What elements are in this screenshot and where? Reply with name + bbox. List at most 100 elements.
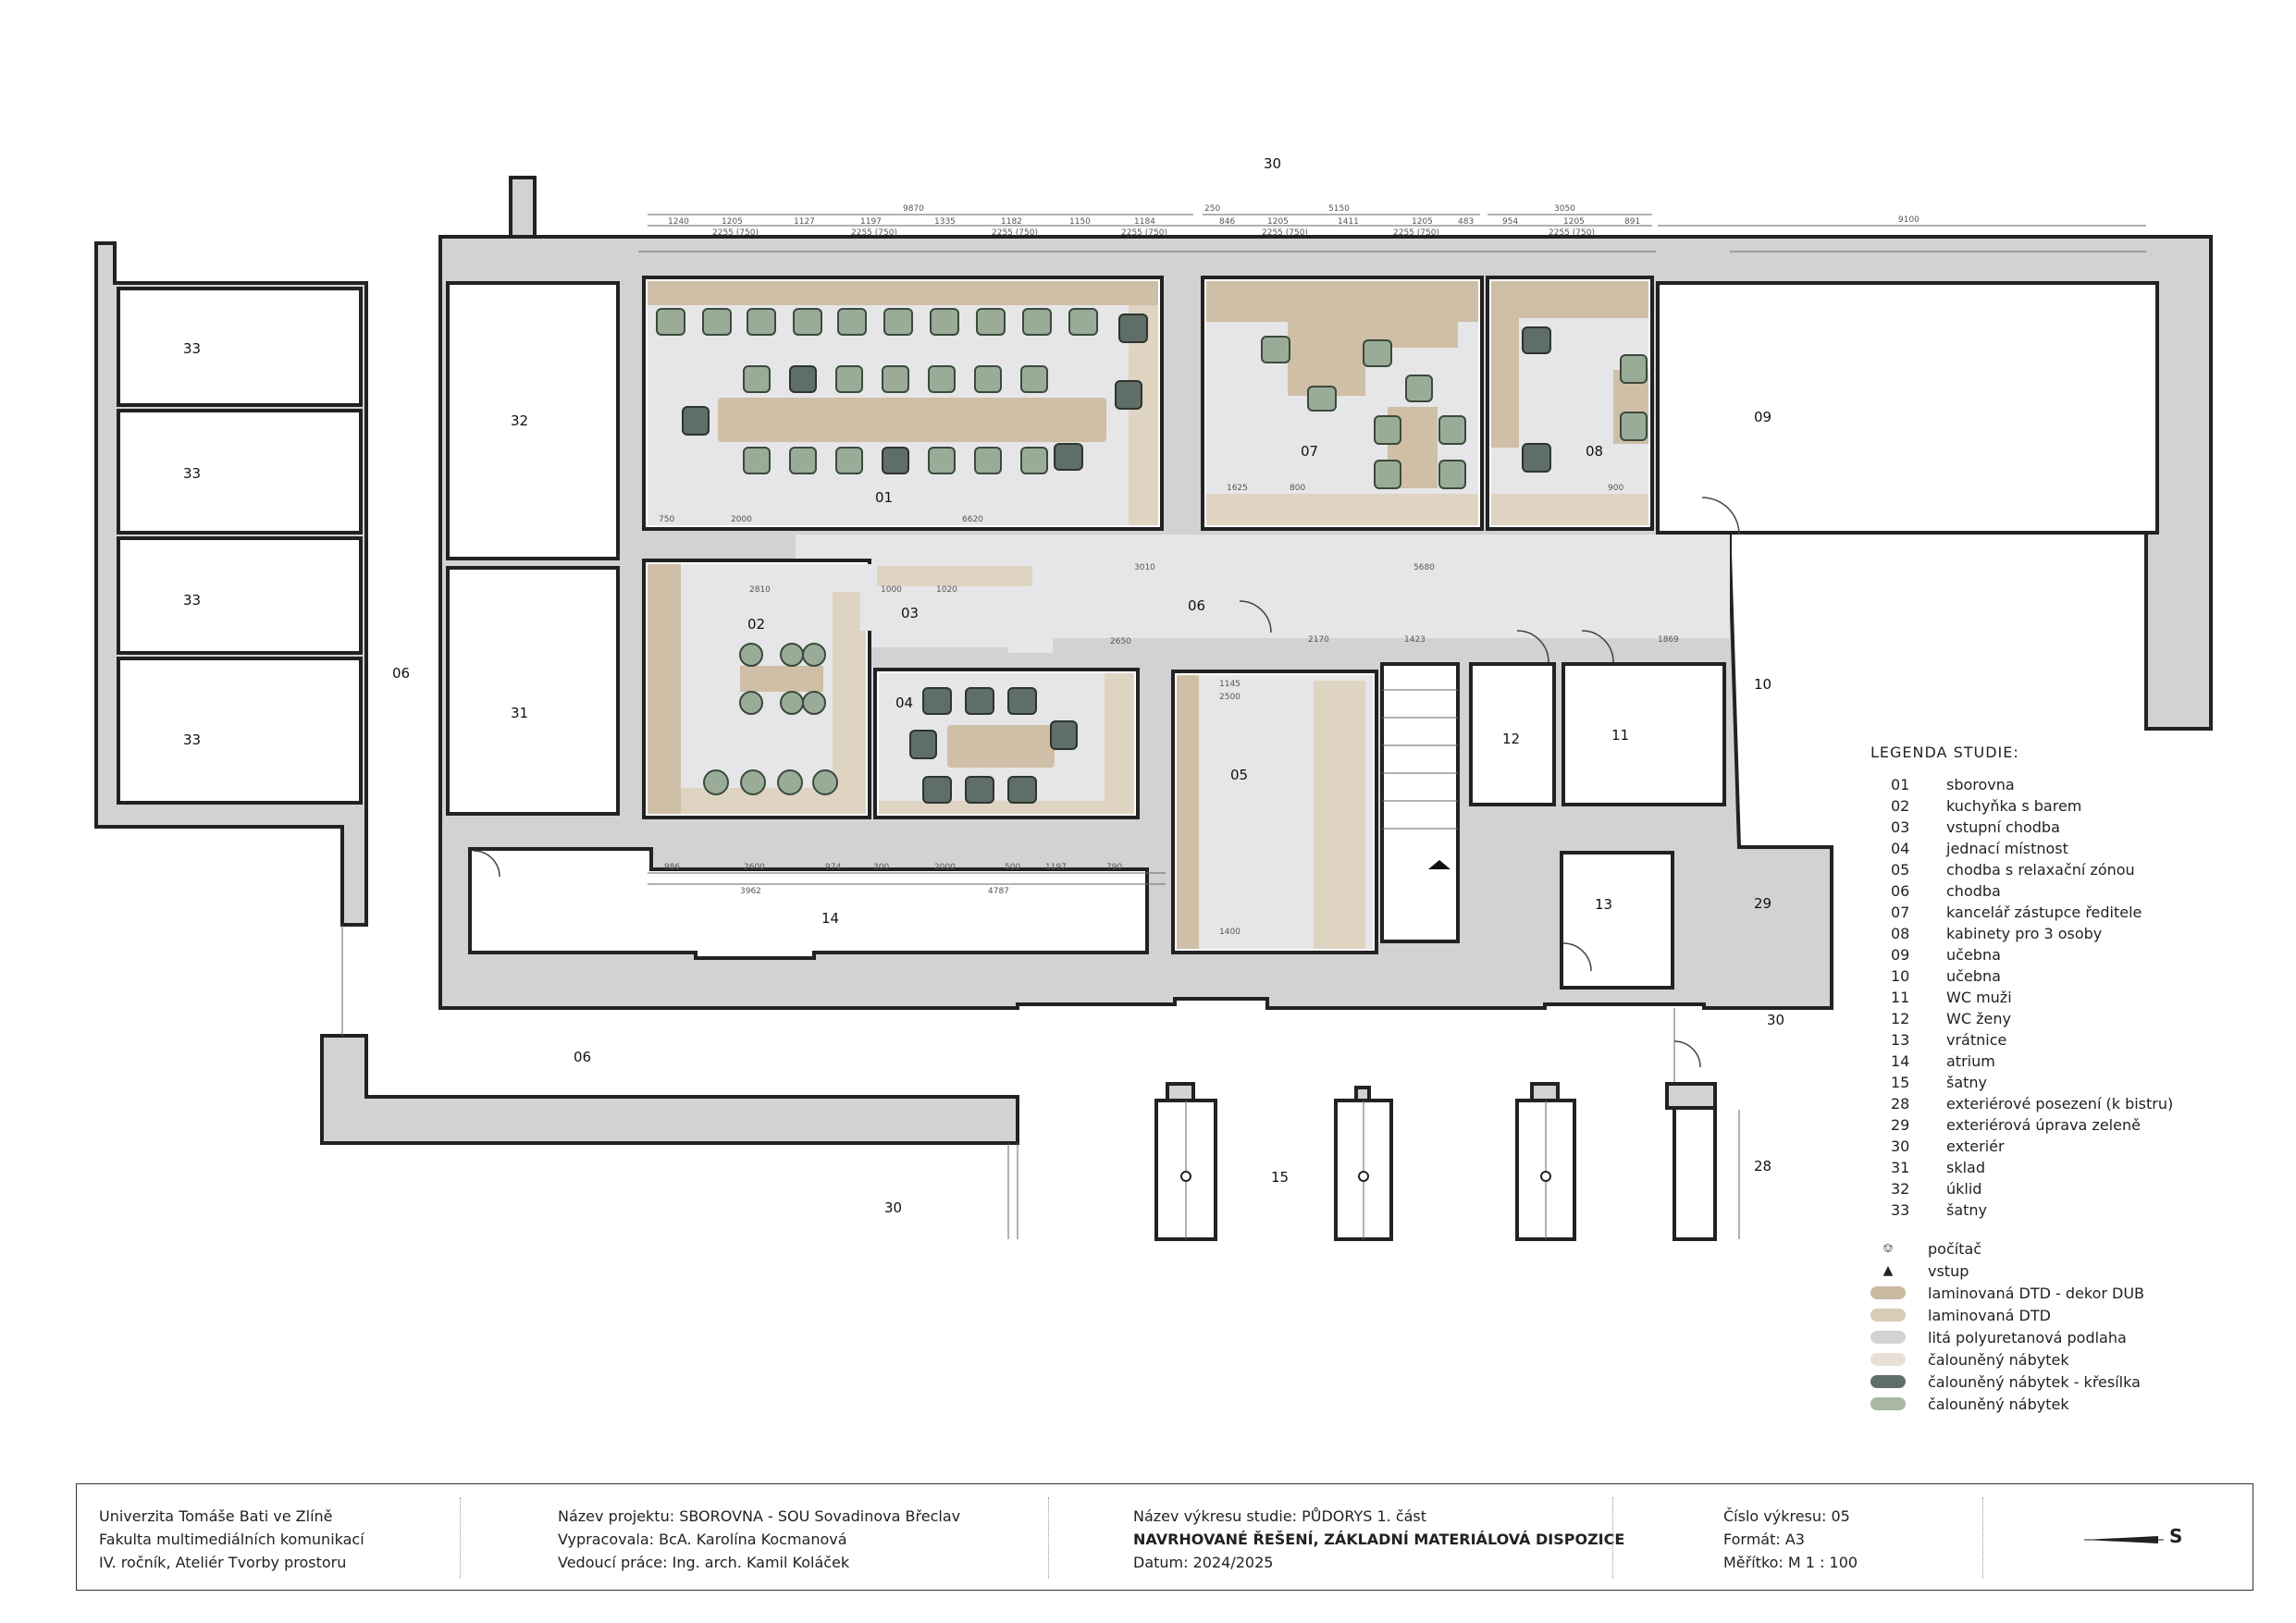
legend-item-number: 02: [1891, 797, 1910, 815]
legend-item-number: 10: [1891, 967, 1910, 985]
dim-b2: 2600: [744, 863, 765, 872]
dim-s7: 2255 (750): [1549, 228, 1595, 238]
tb-separator: [1612, 1497, 1613, 1579]
dim-3010: 3010: [1134, 563, 1155, 572]
dim-u4: 1205: [1412, 217, 1433, 227]
dim-s6: 2255 (750): [1393, 228, 1439, 238]
room-14[interactable]: [468, 847, 1149, 960]
legend-item-number: 32: [1891, 1180, 1910, 1198]
legend-item-number: 29: [1891, 1116, 1910, 1134]
legend-material-text: čalouněný nábytek: [1928, 1395, 2069, 1413]
legend-item-number: 33: [1891, 1201, 1910, 1219]
entrance-triangle-icon: [1428, 860, 1450, 869]
dim-s4: 2255 (750): [1121, 228, 1167, 238]
tb-separator: [1048, 1497, 1049, 1579]
room-33b[interactable]: [117, 409, 363, 535]
room-12[interactable]: [1469, 662, 1556, 806]
material-swatch: [1870, 1375, 1906, 1388]
locker-4: [1673, 1106, 1717, 1241]
room-01-bench-top: [648, 281, 1158, 305]
legend-item-text: sborovna: [1946, 776, 2015, 793]
dim-u3: 1411: [1338, 217, 1359, 227]
room-33c[interactable]: [117, 536, 363, 655]
room-31[interactable]: [446, 566, 620, 816]
dim-2650: 2650: [1110, 637, 1131, 646]
room-32[interactable]: [446, 281, 620, 560]
room-08-desk-left: [1491, 318, 1519, 448]
tb-sheet-line: Měřítko: M 1 : 100: [1723, 1554, 1858, 1571]
dim-t4: 1197: [860, 217, 882, 227]
dim-u5: 483: [1458, 217, 1474, 227]
room-08-desk-top: [1491, 281, 1648, 318]
tb-drawing: Název výkresu studie: PŮDORYS 1. část NA…: [1133, 1505, 1624, 1574]
tb-separator: [460, 1497, 461, 1579]
label-01: 01: [875, 489, 893, 506]
legend-item-text: chodba: [1946, 882, 2001, 900]
dim-t6: 1182: [1001, 217, 1022, 227]
legend-material-text: čalouněný nábytek - křesílka: [1928, 1372, 2141, 1391]
tb-project: Název projektu: SBOROVNA - SOU Sovadinov…: [558, 1505, 960, 1574]
legend-symbol-computer: ⎊ počítač: [1870, 1237, 2240, 1260]
label-30c: 30: [884, 1199, 902, 1216]
room-33a[interactable]: [117, 287, 363, 407]
legend-item-number: 03: [1891, 818, 1910, 836]
legend-symbol-text: vstup: [1928, 1261, 1969, 1280]
label-04: 04: [895, 695, 913, 711]
stair-well: [1380, 662, 1460, 943]
dim-top-4: 9100: [1898, 215, 1920, 225]
room-03-shelving: [877, 566, 1032, 586]
dim-b6: 500: [1005, 863, 1020, 872]
legend-material-text: litá polyuretanová podlaha: [1928, 1328, 2127, 1346]
dim-b10: 4787: [988, 887, 1009, 896]
tb-project-line: Název projektu: SBOROVNA - SOU Sovadinov…: [558, 1507, 961, 1525]
legend-item-text: WC muži: [1946, 989, 2012, 1006]
label-02: 02: [747, 616, 765, 633]
dim-b8: 790: [1106, 863, 1122, 872]
legend-item-text: jednací místnost: [1946, 840, 2068, 857]
tb-project-line: Vypracovala: BcA. Karolína Kocmanová: [558, 1531, 847, 1548]
legend-symbol-text: počítač: [1928, 1239, 1982, 1258]
dim-b4: 300: [873, 863, 889, 872]
legend-material: čalouněný nábytek: [1870, 1393, 2240, 1415]
conference-table-04: [947, 725, 1055, 768]
label-14: 14: [821, 910, 839, 927]
room-11[interactable]: [1562, 662, 1726, 806]
dim-t2: 1205: [722, 217, 743, 227]
dim-t7: 1150: [1069, 217, 1091, 227]
legend-item-text: exteriérové posezení (k bistru): [1946, 1095, 2174, 1113]
legend-item-number: 12: [1891, 1010, 1910, 1027]
room-33d[interactable]: [117, 657, 363, 805]
dim-1869: 1869: [1658, 635, 1679, 645]
room-13[interactable]: [1560, 851, 1674, 990]
tb-sheet: Číslo výkresu: 05 Formát: A3 Měřítko: M …: [1723, 1505, 1858, 1574]
dim-s5: 2255 (750): [1262, 228, 1308, 238]
dim-u1: 846: [1219, 217, 1235, 227]
tb-school-line: Univerzita Tomáše Bati ve Zlíně: [99, 1507, 333, 1525]
dim-1625: 1625: [1227, 484, 1248, 493]
room-09[interactable]: [1656, 281, 2159, 535]
label-05: 05: [1230, 767, 1248, 783]
room-05-seating: [1314, 681, 1365, 949]
dim-s1: 2255 (750): [712, 228, 759, 238]
label-31: 31: [511, 705, 528, 721]
label-03: 03: [901, 605, 919, 621]
legend-item-text: atrium: [1946, 1052, 1995, 1070]
tb-drawing-subtitle: NAVRHOVANÉ ŘEŠENÍ, ZÁKLADNÍ MATERIÁLOVÁ …: [1133, 1531, 1625, 1548]
legend-item-text: kancelář zástupce ředitele: [1946, 904, 2142, 921]
label-13: 13: [1595, 896, 1612, 913]
legend-material: čalouněný nábytek: [1870, 1348, 2240, 1371]
entrance-triangle-icon: ▲: [1882, 1263, 1894, 1278]
dim-1423: 1423: [1404, 635, 1426, 645]
legend-item-number: 28: [1891, 1095, 1910, 1113]
lockers-15: [1154, 1082, 1717, 1241]
